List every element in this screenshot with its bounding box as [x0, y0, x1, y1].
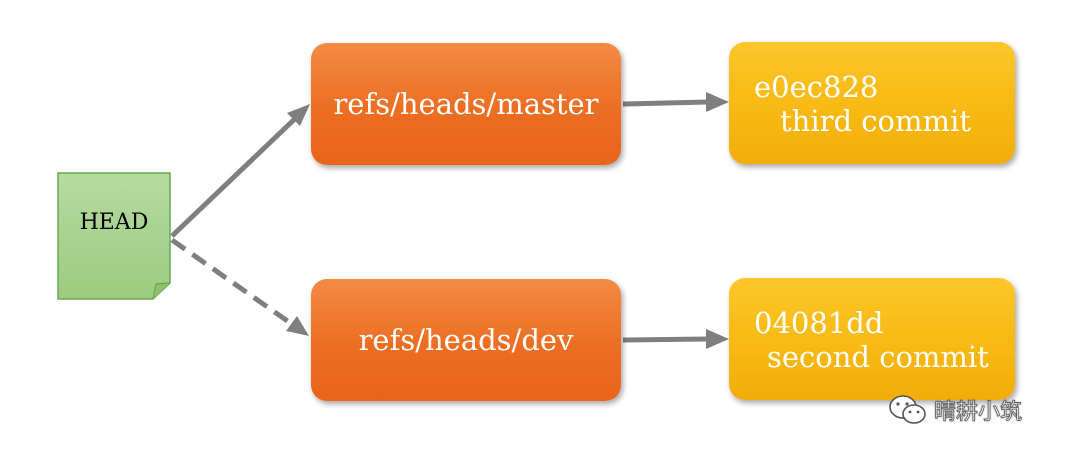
- head-node-fold: [152, 282, 171, 300]
- commit-message-third: third commit: [780, 104, 971, 138]
- head-label: HEAD: [79, 210, 149, 235]
- edge-master-to-commit-arrowhead: [706, 92, 729, 112]
- commit-hash-second: 04081dd: [754, 306, 884, 340]
- head-node-shape: [57, 172, 171, 300]
- commit-node-third: e0ec828 third commit: [729, 42, 1015, 164]
- commit-message-second: second commit: [767, 340, 989, 374]
- edge-master-to-commit: [622, 99, 709, 107]
- edge-head-to-master-arrowhead: [287, 104, 310, 126]
- ref-label-dev: refs/heads/dev: [358, 323, 574, 357]
- ref-node-master: refs/heads/master: [311, 43, 621, 165]
- commit-hash-third: e0ec828: [754, 70, 879, 104]
- wechat-icon: [889, 395, 926, 424]
- watermark-text: 晴耕小筑: [934, 400, 1023, 426]
- edge-head-to-dev-arrowhead: [286, 316, 309, 336]
- watermark: 晴耕小筑: [888, 392, 1022, 428]
- edge-dev-to-commit-arrowhead: [706, 329, 729, 349]
- edge-head-to-master: [170, 111, 303, 238]
- ref-node-dev: refs/heads/dev: [311, 279, 621, 401]
- edge-dev-to-commit: [622, 336, 709, 343]
- edge-head-to-dev: [170, 237, 298, 330]
- commit-node-second: 04081dd second commit: [729, 278, 1015, 400]
- ref-label-master: refs/heads/master: [333, 87, 599, 121]
